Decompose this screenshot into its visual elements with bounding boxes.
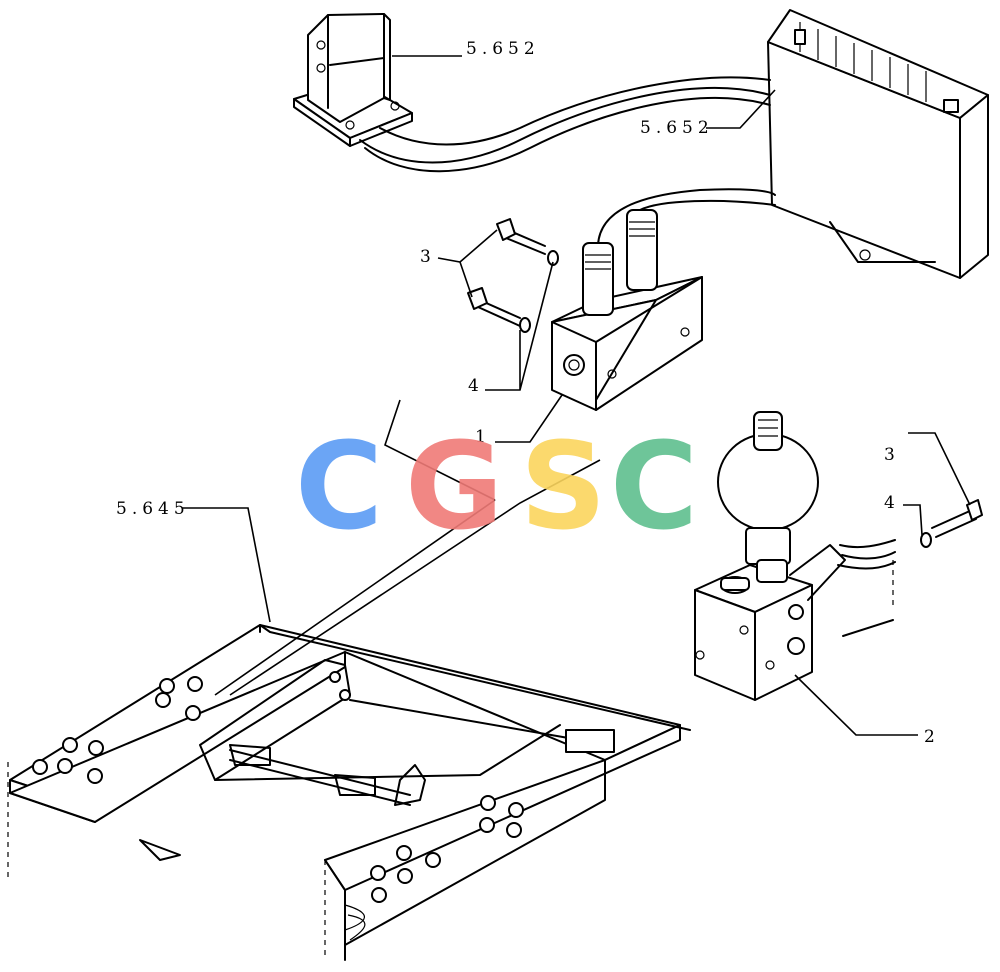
cable-harness [359, 76, 776, 246]
bolts-right [920, 499, 983, 548]
label-5652-top: 5.652 [466, 39, 540, 59]
label-3-right: 3 [884, 445, 900, 465]
label-3-left: 3 [420, 247, 436, 267]
control-unit [767, 9, 989, 279]
watermark-letter-c1: C [295, 418, 383, 557]
label-5645: 5.645 [116, 499, 190, 519]
label-1: 1 [475, 427, 491, 447]
bolts-left [467, 218, 559, 333]
watermark-logo: C G S C [295, 418, 698, 557]
chassis-frame [7, 624, 691, 961]
label-4-right: 4 [884, 493, 900, 513]
label-4-left: 4 [468, 376, 484, 396]
leader-lines [182, 55, 971, 736]
mounting-bracket [293, 13, 413, 147]
watermark-letter-g: G [405, 418, 504, 557]
label-5652-mid: 5.652 [640, 118, 714, 138]
valve-block-1 [551, 209, 703, 411]
watermark-letter-c2: C [610, 418, 698, 557]
label-2: 2 [924, 727, 940, 747]
callout-labels: 5.652 5.652 5.645 1 2 3 4 3 4 [116, 39, 940, 747]
watermark-letter-s: S [520, 418, 606, 557]
valve-block-2 [694, 411, 896, 701]
